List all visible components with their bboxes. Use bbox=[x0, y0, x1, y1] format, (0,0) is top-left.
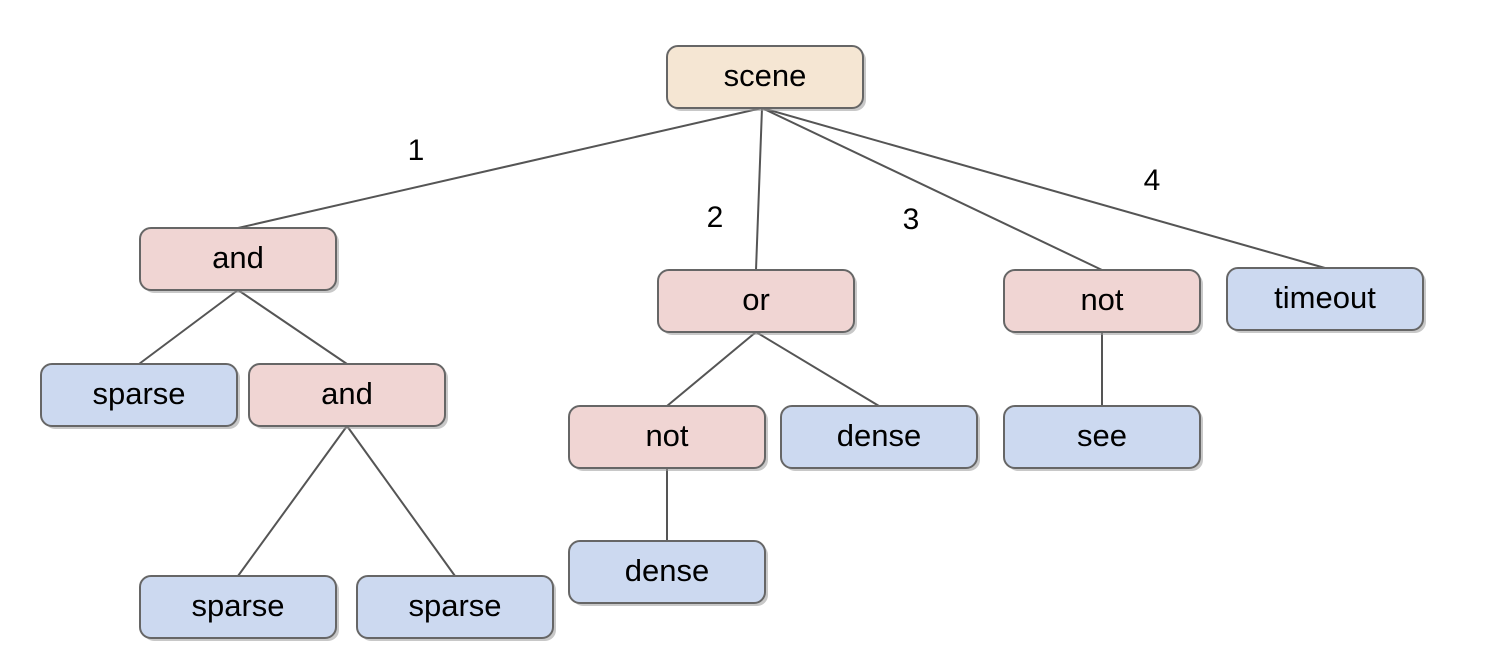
node-box[interactable] bbox=[568, 405, 766, 469]
tree-node-sparse2[interactable]: sparse bbox=[139, 575, 339, 641]
node-label: and bbox=[212, 240, 264, 275]
tree-node-scene[interactable]: scene bbox=[666, 45, 866, 111]
tree-edge-scene-to-timeout bbox=[761, 107, 1326, 269]
tree-node-dense1[interactable]: dense bbox=[568, 540, 768, 606]
node-label: scene bbox=[724, 58, 807, 93]
edge-label-4: 4 bbox=[1144, 164, 1161, 197]
node-box[interactable] bbox=[568, 540, 766, 604]
edge-label-1: 1 bbox=[408, 134, 425, 167]
tree-node-and2[interactable]: and bbox=[248, 363, 448, 429]
tree-edge-scene-to-and1 bbox=[237, 107, 763, 229]
tree-node-timeout[interactable]: timeout bbox=[1226, 267, 1426, 333]
tree-node-dense2[interactable]: dense bbox=[780, 405, 980, 471]
edge-labels-layer: 1 2 3 4 bbox=[408, 134, 1161, 236]
node-box[interactable] bbox=[40, 363, 238, 427]
node-box[interactable] bbox=[248, 363, 446, 427]
node-label: see bbox=[1077, 418, 1127, 453]
tree-edge-scene-to-or1 bbox=[755, 107, 763, 271]
node-box[interactable] bbox=[1226, 267, 1424, 331]
node-box[interactable] bbox=[1003, 269, 1201, 333]
tree-node-not1[interactable]: not bbox=[568, 405, 768, 471]
nodes-layer: scene and sparse and sparse sparse or not dense d… bbox=[40, 45, 1426, 641]
tree-edge-and1-to-sparse1 bbox=[138, 289, 239, 365]
node-label: not bbox=[1080, 282, 1123, 317]
tree-edge-and2-to-sparse2 bbox=[237, 425, 348, 577]
tree-node-see1[interactable]: see bbox=[1003, 405, 1203, 471]
node-label: sparse bbox=[92, 376, 185, 411]
node-box[interactable] bbox=[1003, 405, 1201, 469]
tree-node-not2[interactable]: not bbox=[1003, 269, 1203, 335]
node-box[interactable] bbox=[780, 405, 978, 469]
tree-edge-or1-to-not1 bbox=[666, 331, 757, 407]
edges-layer bbox=[138, 107, 1326, 577]
edge-label-3: 3 bbox=[903, 203, 920, 236]
tree-node-or1[interactable]: or bbox=[657, 269, 857, 335]
node-box[interactable] bbox=[139, 575, 337, 639]
node-label: sparse bbox=[408, 588, 501, 623]
node-label: and bbox=[321, 376, 373, 411]
tree-edge-or1-to-dense2 bbox=[755, 331, 880, 407]
tree-node-sparse3[interactable]: sparse bbox=[356, 575, 556, 641]
edge-label-2: 2 bbox=[707, 201, 724, 234]
tree-edge-and2-to-sparse3 bbox=[346, 425, 456, 577]
tree-edge-scene-to-not2 bbox=[761, 107, 1103, 271]
node-label: or bbox=[742, 282, 770, 317]
node-box[interactable] bbox=[356, 575, 554, 639]
node-label: timeout bbox=[1274, 280, 1376, 315]
tree-edge-and1-to-and2 bbox=[237, 289, 348, 365]
node-box[interactable] bbox=[139, 227, 337, 291]
tree-node-sparse1[interactable]: sparse bbox=[40, 363, 240, 429]
tree-node-and1[interactable]: and bbox=[139, 227, 339, 293]
node-label: not bbox=[645, 418, 688, 453]
node-label: dense bbox=[625, 553, 709, 588]
node-box[interactable] bbox=[657, 269, 855, 333]
node-box[interactable] bbox=[666, 45, 864, 109]
node-label: sparse bbox=[191, 588, 284, 623]
node-label: dense bbox=[837, 418, 921, 453]
